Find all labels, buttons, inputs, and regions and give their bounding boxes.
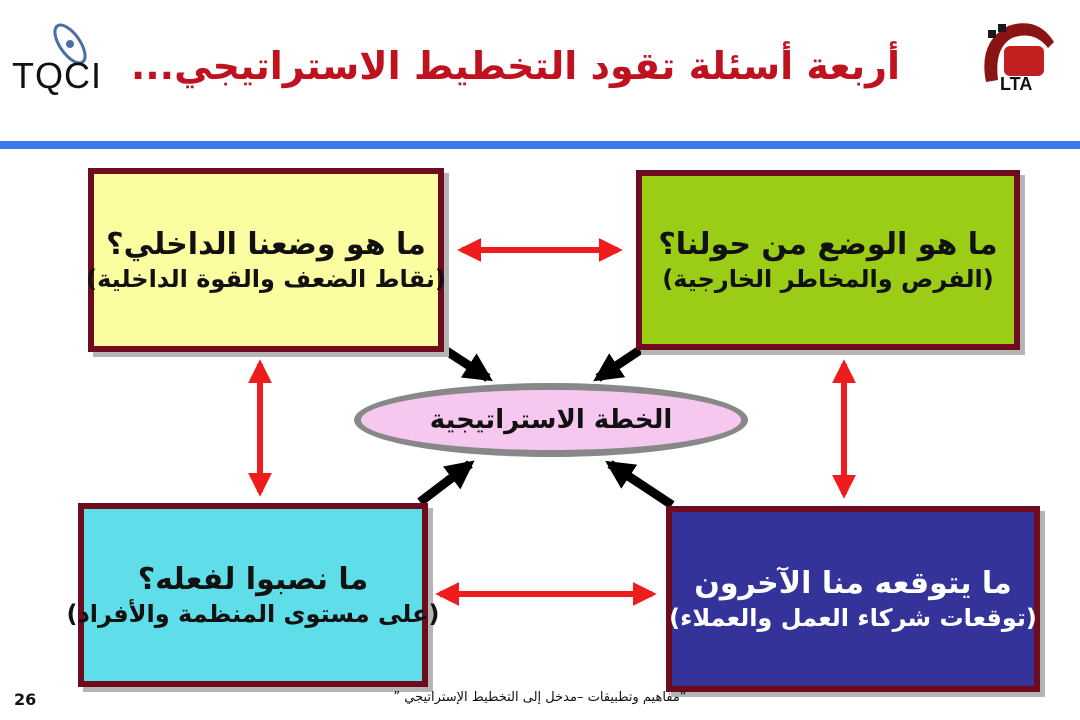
satellite-icon bbox=[53, 23, 87, 65]
external-subtitle: (الفرص والمخاطر الخارجية) bbox=[662, 264, 994, 293]
academy-emblem-icon bbox=[984, 23, 1054, 82]
strategic-plan-label: الخطة الاستراتيجية bbox=[429, 405, 673, 435]
expectations-box: ما يتوقعه منا الآخرون (توقعات شركاء العم… bbox=[666, 506, 1040, 692]
external-situation-box: ما هو الوضع من حولنا؟ (الفرص والمخاطر ال… bbox=[636, 170, 1020, 350]
internal-situation-box: ما هو وضعنا الداخلي؟ (نقاط الضعف والقوة … bbox=[86, 168, 446, 352]
lta-logo bbox=[968, 12, 1068, 104]
goals-box: ما نصبوا لفعله؟ (على مستوى المنظمة والأف… bbox=[67, 503, 439, 687]
tqci-logo bbox=[8, 16, 118, 96]
page-title: أربعة أسئلة تقود التخطيط الاستراتيجي... bbox=[130, 44, 900, 88]
tqci-logo-text: TQCI bbox=[12, 55, 102, 96]
lta-logo-text: LTA bbox=[1000, 74, 1033, 94]
arrow-internal-to-plan bbox=[442, 346, 493, 382]
external-question: ما هو الوضع من حولنا؟ bbox=[658, 226, 998, 262]
goals-subtitle: (على مستوى المنظمة والأفراد) bbox=[66, 599, 440, 628]
title-divider bbox=[0, 141, 1080, 149]
goals-question: ما نصبوا لفعله؟ bbox=[137, 561, 369, 597]
arrow-external-to-plan bbox=[593, 346, 643, 382]
expectations-subtitle: (توقعات شركاء العمل والعملاء) bbox=[669, 603, 1037, 632]
internal-subtitle: (نقاط الضعف والقوة الداخلية) bbox=[86, 264, 446, 293]
footer-caption: “مفاهيم وتطبيقات –مدخل إلى التخطيط الإست… bbox=[393, 690, 687, 705]
arrow-expectations-to-plan bbox=[605, 460, 675, 509]
internal-question: ما هو وضعنا الداخلي؟ bbox=[106, 226, 426, 262]
arrow-goals-to-plan bbox=[417, 460, 475, 506]
expectations-question: ما يتوقعه منا الآخرون bbox=[694, 565, 1012, 601]
page-number: 26 bbox=[14, 690, 37, 709]
strategic-plan-oval: الخطة الاستراتيجية bbox=[354, 383, 748, 457]
